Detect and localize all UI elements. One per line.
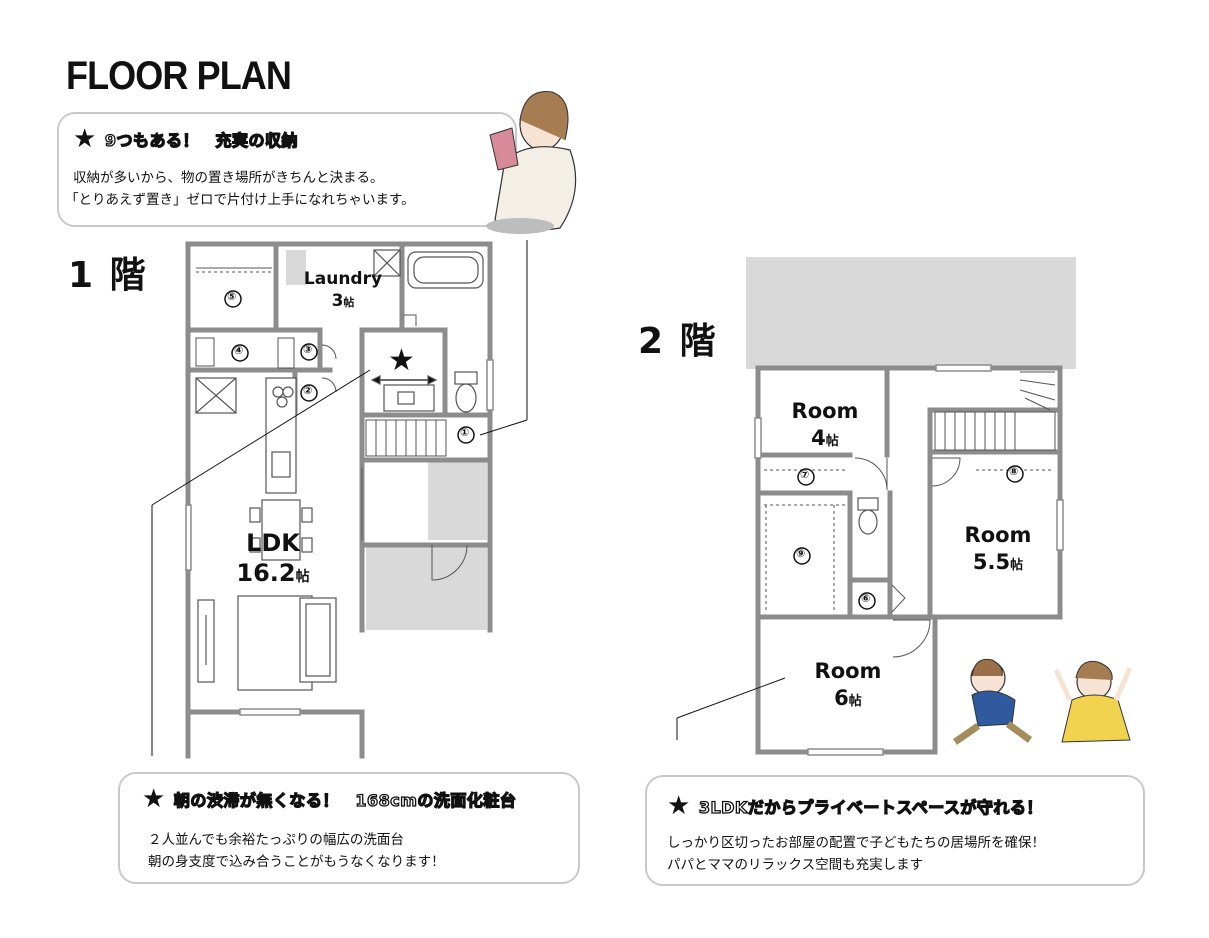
room-6-unit: 帖 xyxy=(848,694,862,709)
room-5-5-name: Room xyxy=(964,523,1032,547)
star-icon: ★ xyxy=(667,791,691,821)
room-4: Room 4帖 xyxy=(780,398,870,455)
storage-9: ⑨ xyxy=(796,547,806,560)
room-5-5-size: 5.5 xyxy=(972,550,1011,574)
callout-vanity: ★ 朝の渋滞が無くなる！ 168cmの洗面化粧台 ２人並んでも余裕たっぷりの幅広… xyxy=(118,772,580,884)
room-6: Room 6帖 xyxy=(803,658,893,715)
page-title: FLOOR PLAN xyxy=(66,54,292,98)
room-6-name: Room xyxy=(814,659,882,683)
star-icon: ★ xyxy=(142,784,166,814)
callout-private-heading: 3LDKだからプライベートスペースが守れる！ xyxy=(698,797,1043,817)
callout-storage-line-1: 収納が多いから、物の置き場所がきちんと決まる。 xyxy=(73,170,384,186)
woman-illustration xyxy=(486,91,577,234)
floor1-plan: ★ xyxy=(151,240,528,759)
room-5-5: Room 5.5帖 xyxy=(948,522,1048,579)
floor2-shade-balcony xyxy=(746,257,1076,369)
room-ldk-size: 16.2 xyxy=(236,559,296,587)
room-ldk-name: LDK xyxy=(246,529,300,557)
storage-5: ⑤ xyxy=(227,290,237,303)
room-laundry-unit: 帖 xyxy=(343,296,355,309)
callout-vanity-line-1: ２人並んでも余裕たっぷりの幅広の洗面台 xyxy=(148,832,404,848)
floor1-shade-porch xyxy=(366,545,487,630)
storage-4: ④ xyxy=(234,344,244,357)
room-6-size: 6 xyxy=(834,686,849,710)
storage-3: ③ xyxy=(303,343,313,356)
callout-private-line-1: しっかり区切ったお部屋の配置で子どもたちの居場所を確保！ xyxy=(667,835,1045,851)
floor1-label: 1 階 xyxy=(68,255,148,296)
storage-7: ⑦ xyxy=(800,468,810,481)
room-laundry-name: Laundry xyxy=(303,269,383,289)
storage-2: ② xyxy=(303,384,313,397)
floor1-shade-entrance xyxy=(428,460,487,540)
storage-8: ⑧ xyxy=(1009,465,1019,478)
callout-vanity-heading: 朝の渋滞が無くなる！ 168cmの洗面化粧台 xyxy=(173,790,517,810)
floor2-label: 2 階 xyxy=(638,321,718,362)
children-illustration xyxy=(953,658,1133,745)
room-4-unit: 帖 xyxy=(825,434,839,449)
room-4-size: 4 xyxy=(811,426,826,450)
room-ldk-unit: 帖 xyxy=(295,569,310,585)
room-5-5-unit: 帖 xyxy=(1010,558,1024,573)
floor2-plan xyxy=(676,257,1076,756)
room-ldk: LDK 16.2帖 xyxy=(228,528,318,592)
callout-private: ★ 3LDKだからプライベートスペースが守れる！ しっかり区切ったお部屋の配置で… xyxy=(645,775,1145,886)
star-icon: ★ xyxy=(388,343,415,378)
callout-vanity-line-2: 朝の身支度で込み合うことがもうなくなります！ xyxy=(148,854,445,870)
room-4-name: Room xyxy=(791,399,859,423)
storage-6: ⑥ xyxy=(861,592,871,605)
callout-storage-line-2: 「とりあえず置き」ゼロで片付け上手になれちゃいます。 xyxy=(65,192,415,208)
star-icon: ★ xyxy=(73,124,97,154)
floor1-shade-pillar xyxy=(286,250,306,285)
room-laundry: Laundry 3帖 xyxy=(303,268,383,314)
callout-private-line-2: パパとママのリラックス空間も充実します xyxy=(667,857,924,873)
storage-1: ① xyxy=(460,426,470,439)
callout-storage-heading: 9つもある！ 充実の収納 xyxy=(104,130,298,150)
room-laundry-size: 3 xyxy=(331,291,344,311)
